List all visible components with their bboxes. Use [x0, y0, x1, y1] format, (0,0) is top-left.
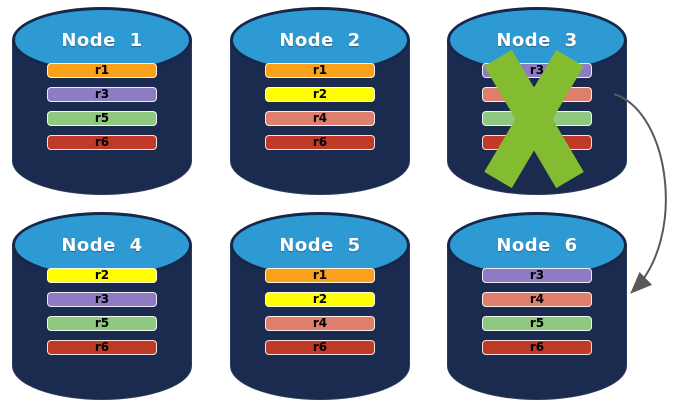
cylinder-top: Node 1 — [12, 7, 192, 73]
replica-bar: r5 — [47, 111, 157, 126]
node-label: Node 2 — [279, 29, 361, 51]
node-label: Node 1 — [61, 29, 143, 51]
cylinder-top: Node 4 — [12, 212, 192, 278]
replica-bar: r6 — [265, 340, 375, 355]
node-2-cylinder: Node 2 r1 r2 r4 r6 — [230, 7, 410, 195]
replica-bar: r4 — [265, 111, 375, 126]
replica-bar: r3 — [47, 87, 157, 102]
replica-bar: r1 — [47, 63, 157, 78]
replica-list: r3 r4 r5 r6 — [447, 63, 627, 159]
node-5-cylinder: Node 5 r1 r2 r4 r6 — [230, 212, 410, 400]
replica-bar: r4 — [482, 87, 592, 102]
replica-bar: r6 — [482, 135, 592, 150]
replica-bar: r4 — [265, 316, 375, 331]
replica-bar: r1 — [265, 63, 375, 78]
replica-bar: r6 — [265, 135, 375, 150]
replica-list: r2 r3 r5 r6 — [12, 268, 192, 364]
replica-bar: r2 — [47, 268, 157, 283]
node-3-cylinder: Node 3 r3 r4 r5 r6 — [447, 7, 627, 195]
replica-bar: r5 — [47, 316, 157, 331]
replica-bar: r3 — [482, 268, 592, 283]
replica-bar: r2 — [265, 87, 375, 102]
replica-bar: r3 — [482, 63, 592, 78]
node-4-cylinder: Node 4 r2 r3 r5 r6 — [12, 212, 192, 400]
replica-bar: r4 — [482, 292, 592, 307]
replica-bar: r6 — [47, 340, 157, 355]
node-6-cylinder: Node 6 r3 r4 r5 r6 — [447, 212, 627, 400]
replica-bar: r5 — [482, 111, 592, 126]
replica-list: r1 r2 r4 r6 — [230, 268, 410, 364]
replica-bar: r5 — [482, 316, 592, 331]
replica-bar: r2 — [265, 292, 375, 307]
cylinder-top: Node 2 — [230, 7, 410, 73]
replica-list: r1 r3 r5 r6 — [12, 63, 192, 159]
replica-bar: r6 — [482, 340, 592, 355]
replica-list: r3 r4 r5 r6 — [447, 268, 627, 364]
replica-bar: r6 — [47, 135, 157, 150]
replica-list: r1 r2 r4 r6 — [230, 63, 410, 159]
node-label: Node 3 — [496, 29, 578, 51]
node-label: Node 5 — [279, 234, 361, 256]
replica-bar: r1 — [265, 268, 375, 283]
node-label: Node 6 — [496, 234, 578, 256]
node-1-cylinder: Node 1 r1 r3 r5 r6 — [12, 7, 192, 195]
replica-bar: r3 — [47, 292, 157, 307]
node-label: Node 4 — [61, 234, 143, 256]
